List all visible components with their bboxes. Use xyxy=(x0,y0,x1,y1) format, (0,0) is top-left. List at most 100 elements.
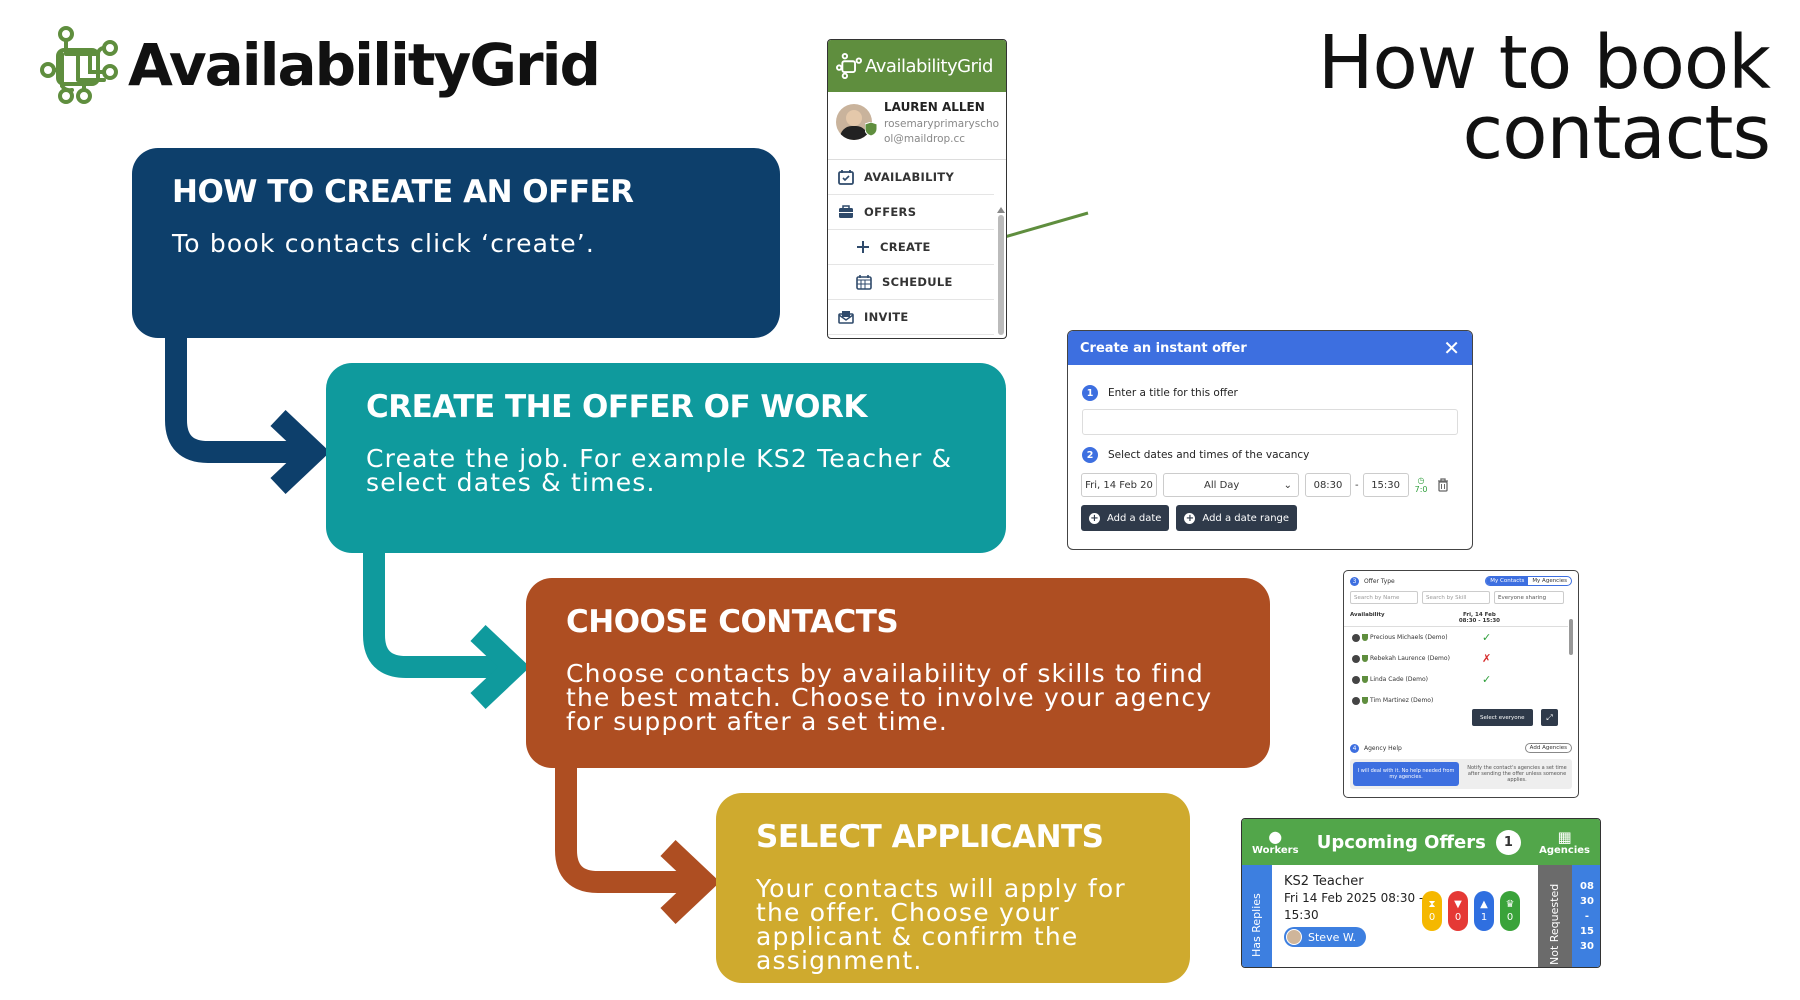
user-name: LAUREN ALLEN xyxy=(884,100,985,114)
scrollbar[interactable] xyxy=(998,215,1004,335)
connector-arrow-2 xyxy=(363,553,498,678)
agencies-tab[interactable]: ▦ Agencies xyxy=(1539,829,1590,856)
step-heading: HOW TO CREATE AN OFFER xyxy=(172,174,634,210)
contact-name: Tim Martinez (Demo) xyxy=(1370,697,1434,704)
sidebar-item-label: CREATE xyxy=(880,240,931,254)
accepted-badge: ♛ 0 xyxy=(1500,891,1520,931)
connector-arrow-2-head xyxy=(470,625,531,709)
search-skill-input[interactable]: Search by Skill xyxy=(1422,591,1490,604)
step-heading: CHOOSE CONTACTS xyxy=(566,604,899,640)
plus-icon xyxy=(857,241,869,253)
start-minute: 30 xyxy=(1580,896,1594,907)
applicant-name: Steve W. xyxy=(1308,930,1356,944)
notify-agencies-option[interactable]: Notify the contact's agencies a set time… xyxy=(1467,765,1567,783)
trash-icon[interactable] xyxy=(1437,478,1449,492)
contact-name: Rebekah Laurence (Demo) xyxy=(1370,655,1450,662)
step-body: To book contacts click ‘create’. xyxy=(172,229,596,258)
shield-icon xyxy=(1362,697,1368,704)
day-type-select[interactable]: All Day ⌄ xyxy=(1163,473,1299,497)
shield-icon xyxy=(865,122,877,136)
applied-badge: ▲ 1 xyxy=(1474,891,1494,931)
tab-my-contacts[interactable]: My Contacts xyxy=(1486,577,1529,585)
availabilitygrid-logo-icon xyxy=(40,26,118,104)
offer-datetime: Fri 14 Feb 2025 08:30 - 15:30 xyxy=(1284,891,1424,922)
close-icon[interactable]: ✕ xyxy=(1443,336,1460,360)
shield-icon xyxy=(1362,676,1368,683)
reply-status-badges: ⧗ 0 ▼ 0 ▲ 1 ♛ 0 xyxy=(1422,891,1520,931)
offer-job-title: KS2 Teacher xyxy=(1284,874,1364,889)
shield-icon xyxy=(1362,655,1368,662)
step-body: Choose contacts by availability of skill… xyxy=(566,659,1213,736)
expand-icon[interactable]: ⤢ xyxy=(1541,709,1558,726)
step-card-choose-contacts: CHOOSE CONTACTS Choose contacts by avail… xyxy=(526,578,1270,768)
add-agencies-button[interactable]: Add Agencies xyxy=(1524,743,1572,753)
step-label: Enter a title for this offer xyxy=(1108,387,1238,399)
column-date-time: 08:30 - 15:30 xyxy=(1458,618,1500,624)
applicant-chip[interactable]: Steve W. xyxy=(1284,927,1366,947)
workers-tab[interactable]: ● Workers xyxy=(1252,828,1299,856)
sharing-select[interactable]: Everyone sharing xyxy=(1494,591,1564,604)
plus-circle-icon: + xyxy=(1089,512,1100,524)
trophy-icon: ♛ xyxy=(1505,899,1515,910)
available-check-icon: ✓ xyxy=(1482,631,1492,644)
offer-type-toggle: My Contacts My Agencies xyxy=(1485,576,1572,586)
badge-count: 0 xyxy=(1428,912,1436,923)
end-hour: 15 xyxy=(1580,926,1594,937)
dialog-header: Create an instant offer ✕ xyxy=(1068,331,1472,365)
badge-count: 0 xyxy=(1506,912,1514,923)
start-time-input[interactable]: 08:30 xyxy=(1305,473,1351,497)
button-label: Add a date xyxy=(1107,512,1162,524)
search-name-input[interactable]: Search by Name xyxy=(1350,591,1418,604)
contact-row[interactable]: Tim Martinez (Demo) xyxy=(1344,690,1568,711)
thumbs-down-icon: ▼ xyxy=(1454,899,1462,910)
scroll-up-arrow[interactable] xyxy=(997,207,1005,213)
offer-title-input[interactable] xyxy=(1082,409,1458,435)
contact-row[interactable]: Precious Michaels (Demo) ✓ xyxy=(1344,627,1568,648)
contacts-table-header: Availability Fri, 14 Feb 08:30 - 15:30 xyxy=(1344,604,1568,627)
sidebar-item-offers[interactable]: OFFERS xyxy=(828,195,994,230)
badge-count: 1 xyxy=(1480,912,1488,923)
scrollbar[interactable] xyxy=(1569,619,1573,655)
avatar xyxy=(836,104,872,140)
add-date-range-button[interactable]: + Add a date range xyxy=(1176,505,1298,531)
sidebar-item-availability[interactable]: AVAILABILITY xyxy=(828,160,994,195)
offer-details: KS2 Teacher Fri 14 Feb 2025 08:30 - 15:3… xyxy=(1284,873,1434,950)
sidebar-item-label: OFFERS xyxy=(864,205,917,219)
plus-circle-icon: + xyxy=(1184,512,1196,524)
offer-card[interactable]: Has Replies KS2 Teacher Fri 14 Feb 2025 … xyxy=(1242,865,1600,967)
tab-my-agencies[interactable]: My Agencies xyxy=(1532,578,1567,584)
no-agency-help-option[interactable]: I will deal with it. No help needed from… xyxy=(1353,762,1459,786)
contact-row[interactable]: Linda Cade (Demo) ✓ xyxy=(1344,669,1568,690)
sidebar-item-create[interactable]: CREATE xyxy=(828,230,994,265)
sidebar-header: AvailabilityGrid xyxy=(828,40,1006,92)
column-date: Fri, 14 Feb 08:30 - 15:30 xyxy=(1459,612,1500,624)
add-date-button[interactable]: + Add a date xyxy=(1081,505,1170,531)
duration-indicator: ◷ 7:0 xyxy=(1415,476,1428,494)
time-dash: - xyxy=(1584,911,1590,922)
time-separator: - xyxy=(1355,479,1359,491)
offer-type-label: Offer Type xyxy=(1364,577,1395,585)
offer-count-badge: 1 xyxy=(1495,829,1521,855)
step-card-select-applicants: SELECT APPLICANTS Your contacts will app… xyxy=(716,793,1190,983)
step-number: 2 xyxy=(1082,447,1098,463)
has-replies-strip: Has Replies xyxy=(1242,865,1272,967)
chevron-down-icon: ⌄ xyxy=(1283,479,1292,491)
contact-row[interactable]: Rebekah Laurence (Demo) ✗ xyxy=(1344,648,1568,669)
step-number: 3 xyxy=(1350,576,1359,586)
declined-badge: ▼ 0 xyxy=(1448,891,1468,931)
date-input[interactable]: Fri, 14 Feb 20 xyxy=(1081,473,1157,497)
select-everyone-button[interactable]: Select everyone xyxy=(1472,709,1533,726)
avatar xyxy=(1352,654,1360,663)
user-profile[interactable]: LAUREN ALLEN rosemaryprimaryschool@maild… xyxy=(828,92,1006,160)
avatar xyxy=(1352,633,1360,642)
building-icon: ▦ xyxy=(1557,827,1572,846)
sidebar-item-schedule[interactable]: SCHEDULE xyxy=(828,265,994,300)
step-card-create-offer-of-work: CREATE THE OFFER OF WORK Create the job.… xyxy=(326,363,1006,553)
end-time-input[interactable]: 15:30 xyxy=(1362,473,1409,497)
contact-name: Precious Michaels (Demo) xyxy=(1370,634,1448,641)
button-label: Add a date range xyxy=(1202,512,1290,524)
shield-icon xyxy=(1362,634,1368,641)
sidebar-item-invite[interactable]: INVITE xyxy=(828,300,994,335)
avatar xyxy=(1286,929,1302,945)
step-body: Create the job. For example KS2 Teacher … xyxy=(366,444,953,497)
